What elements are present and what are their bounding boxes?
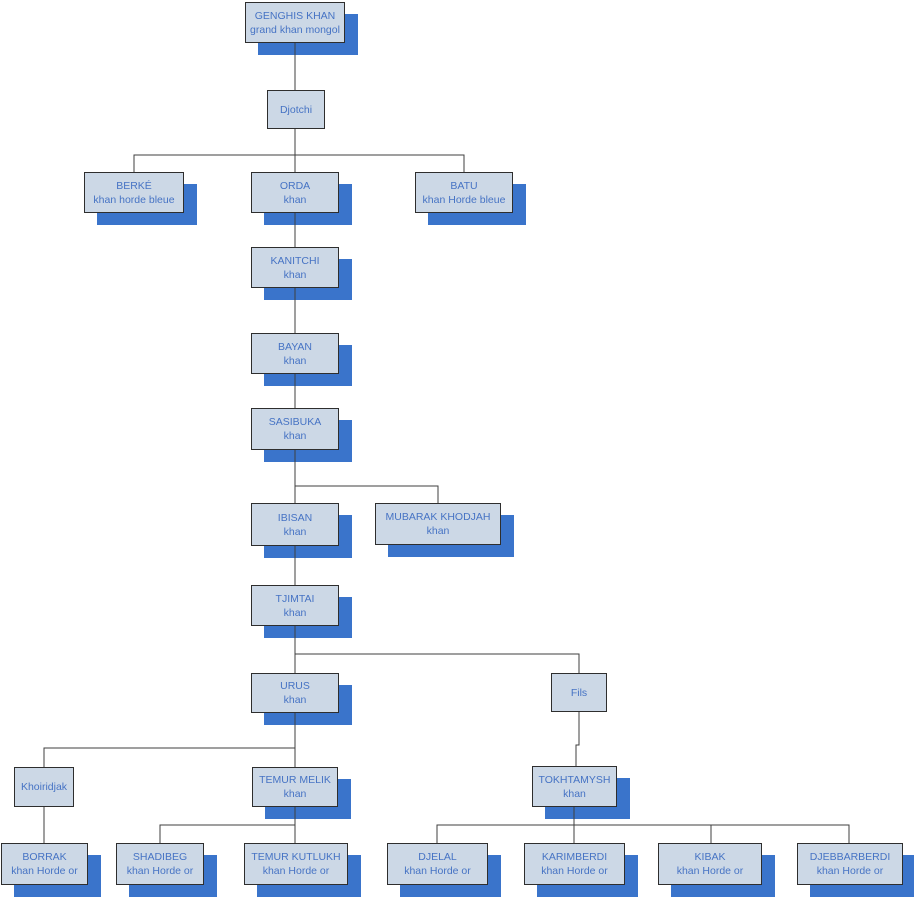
node-title: IBISAN [277,511,313,524]
node-subtitle: khan Horde or [11,865,78,877]
node-subtitle: khan [426,525,450,537]
node-subtitle: khan Horde or [676,865,744,877]
node-sasibuka: SASIBUKA khan [251,408,339,450]
node-tjimtai: TJIMTAI khan [251,585,339,626]
node-ibisan: IBISAN khan [251,503,339,546]
node-batu: BATU khan Horde bleue [415,172,513,213]
node-title: KANITCHI [270,254,320,267]
node-title: ORDA [279,179,311,192]
node-subtitle: khan Horde or [816,865,884,877]
node-temur-kutlukh: TEMUR KUTLUKH khan Horde or [244,843,348,885]
node-title: DJELAL [418,851,457,863]
node-orda: ORDA khan [251,172,339,213]
node-title: SHADIBEG [132,851,188,863]
node-title: BORRAK [22,851,67,863]
node-title: KARIMBERDI [541,851,608,863]
node-subtitle: khan Horde or [126,865,194,877]
node-berke: BERKÉ khan horde bleue [84,172,184,213]
node-title: BERKÉ [116,179,152,192]
node-title: TJIMTAI [275,592,315,605]
node-khoiridjak: Khoiridjak [14,767,74,807]
node-djebbarberdi: DJEBBARBERDI khan Horde or [797,843,903,885]
node-title: DJEBBARBERDI [809,851,891,863]
node-genghis-khan: GENGHIS KHAN grand khan mongol [245,2,345,43]
node-title: KIBAK [694,851,726,863]
node-title: Djotchi [279,103,313,116]
node-subtitle: khan [283,694,307,706]
node-title: URUS [280,680,310,692]
node-title: Fils [570,686,588,699]
node-title: TEMUR KUTLUKH [251,851,341,863]
node-subtitle: khan [283,606,307,619]
node-subtitle: khan Horde bleue [422,193,506,206]
node-shadibeg: SHADIBEG khan Horde or [116,843,204,885]
node-title: MUBARAK KHODJAH [385,511,491,523]
node-title: BAYAN [277,340,313,353]
node-fils: Fils [551,673,607,712]
node-subtitle: khan [283,268,307,281]
node-subtitle: khan [563,787,586,800]
node-kibak: KIBAK khan Horde or [658,843,762,885]
node-title: BATU [450,179,478,192]
node-subtitle: khan horde bleue [93,193,175,206]
node-subtitle: khan [283,354,307,367]
connector-path [43,42,850,843]
node-mubarak-khodjah: MUBARAK KHODJAH khan [375,503,501,545]
node-bayan: BAYAN khan [251,333,339,374]
node-title: GENGHIS KHAN [254,9,336,22]
node-title: Khoiridjak [20,781,68,793]
node-kanitchi: KANITCHI khan [251,247,339,288]
node-subtitle: khan [283,788,307,800]
node-subtitle: grand khan mongol [250,23,340,36]
node-karimberdi: KARIMBERDI khan Horde or [524,843,625,885]
node-djotchi: Djotchi [267,90,325,129]
node-temur-melik: TEMUR MELIK khan [252,767,338,807]
node-subtitle: khan [283,525,307,538]
node-subtitle: khan [283,193,307,206]
node-urus: URUS khan [251,673,339,713]
node-title: TOKHTAMYSH [538,773,611,786]
node-title: TEMUR MELIK [259,774,331,786]
node-djelal: DJELAL khan Horde or [387,843,488,885]
node-subtitle: khan Horde or [262,865,330,877]
node-subtitle: khan [283,430,307,442]
node-tokhtamysh: TOKHTAMYSH khan [532,766,617,807]
node-subtitle: khan Horde or [541,865,608,877]
node-title: SASIBUKA [268,416,322,428]
node-borrak: BORRAK khan Horde or [1,843,88,885]
node-subtitle: khan Horde or [404,865,471,877]
